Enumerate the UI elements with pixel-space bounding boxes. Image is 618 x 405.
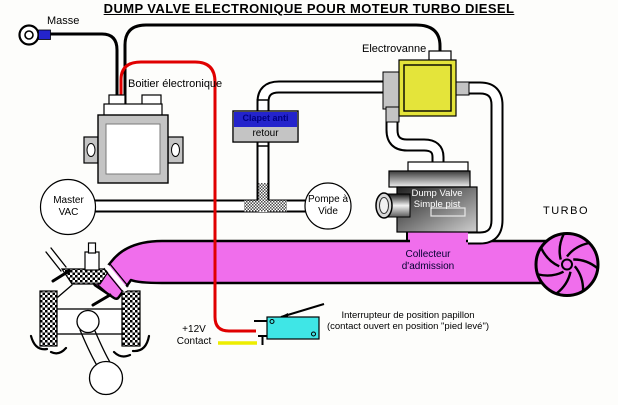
injector <box>84 251 100 271</box>
dump-valve <box>375 161 478 233</box>
box-connector-strip <box>103 103 163 117</box>
turbo-label: TURBO <box>543 205 589 217</box>
electrovanne-label: Electrovanne <box>362 43 427 55</box>
cylinder-wall-right <box>121 290 141 347</box>
crankcase-edges <box>29 334 151 358</box>
master-vac-label: Master VAC <box>53 195 84 218</box>
tube-filter-vertical <box>258 183 268 201</box>
vacuum-pump-circle <box>304 182 352 230</box>
solenoid-wire <box>123 23 442 104</box>
boitier-label: Boitier électronique <box>128 78 223 90</box>
solenoid-port-left <box>382 71 401 110</box>
wires <box>50 23 442 345</box>
ground-wire <box>50 32 119 104</box>
engine-cylinder <box>29 242 151 396</box>
switch-body <box>266 316 320 340</box>
turbo-blades <box>537 233 599 295</box>
box-face <box>105 123 161 175</box>
manifold-duct <box>92 239 558 301</box>
masse-label: Masse <box>47 15 80 27</box>
power-wire-red <box>119 60 256 333</box>
cylinder-wall-left <box>39 290 58 347</box>
terminal-crimp <box>38 29 51 40</box>
master-vac-circle <box>39 178 97 236</box>
check-valve-bottom <box>234 127 297 141</box>
ground-terminal <box>18 24 51 46</box>
piston-pin <box>76 309 100 334</box>
manifold-joint-cover <box>410 238 466 245</box>
dump-valve-top-plate <box>407 161 469 172</box>
turbo-hub <box>561 258 573 271</box>
throttle-switch-label: Interrupteur de position papillon (conta… <box>326 310 489 332</box>
dump-valve-cap <box>388 170 471 188</box>
electronic-box <box>83 94 184 184</box>
check-valve-label-line2: retour <box>252 128 279 139</box>
turbo-wheel <box>534 232 600 297</box>
tube-filter-tee <box>244 200 287 212</box>
dump-valve-label: Dump Valve Simple pist <box>411 188 463 210</box>
throttle-switch <box>254 303 325 345</box>
valve-left <box>45 247 71 283</box>
dump-valve-slot <box>430 207 466 217</box>
solenoid-port-bottom <box>385 106 400 123</box>
valve-right <box>91 263 129 307</box>
diagram-title: DUMP VALVE ELECTRONIQUE POUR MOTEUR TURB… <box>103 1 515 16</box>
solenoid-valve <box>382 50 470 123</box>
check-valve <box>232 110 299 143</box>
check-valve-top <box>234 112 297 127</box>
power-contact-label: +12V Contact <box>176 324 212 347</box>
vacuum-tubes <box>95 80 504 245</box>
switch-terminals <box>254 320 267 345</box>
switch-lever <box>280 303 325 318</box>
check-valve-label-line1: Clapet anti <box>242 113 289 123</box>
intake-manifold-label: Collecteur d'admission <box>401 249 455 272</box>
crank-journal <box>88 360 124 396</box>
vacuum-pump-label: Pompe à Vide <box>307 194 349 217</box>
injector-tip <box>87 242 97 254</box>
